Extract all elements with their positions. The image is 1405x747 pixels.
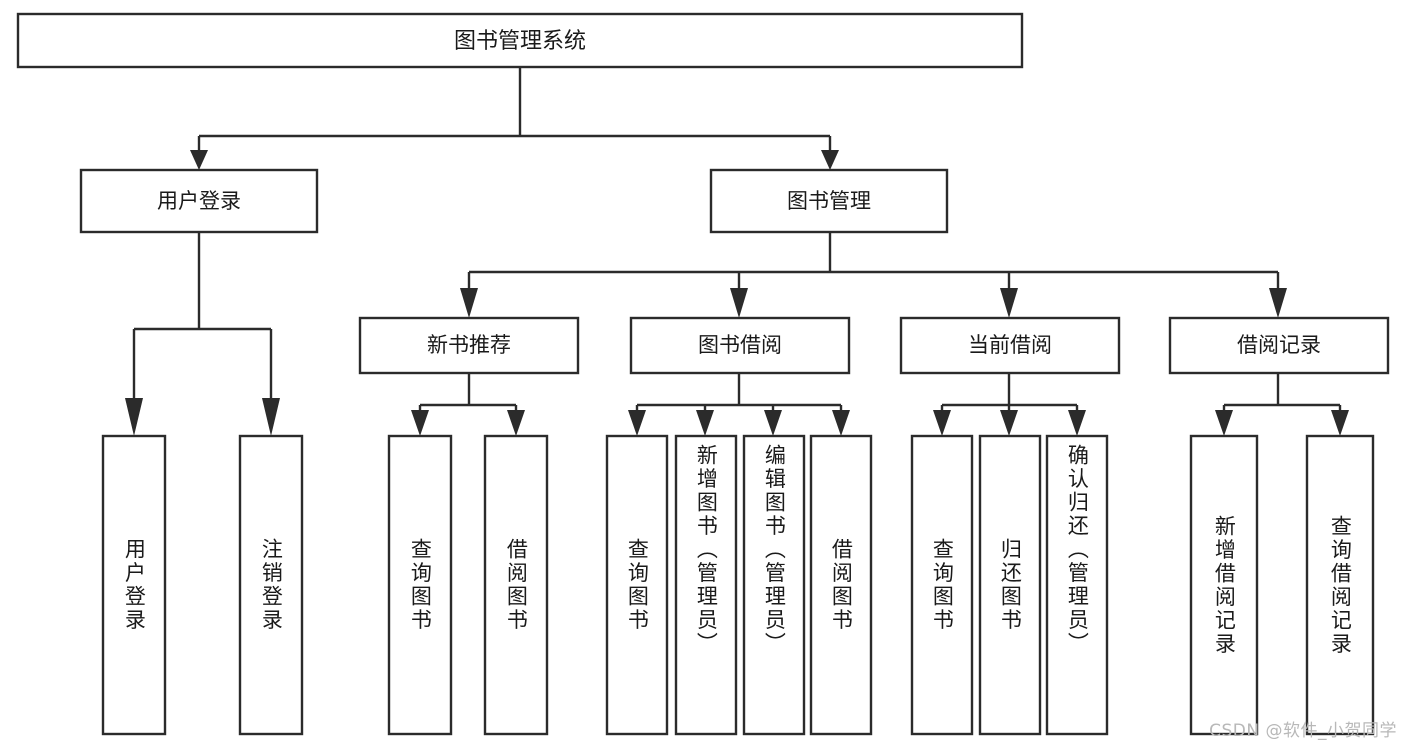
leaf-box-logout[interactable] bbox=[238, 434, 304, 736]
node-borrow-records-label: 借阅记录 bbox=[1237, 333, 1321, 357]
arrow-to-leaf-add-record bbox=[1215, 410, 1233, 436]
node-current-borrow-label: 当前借阅 bbox=[968, 333, 1052, 357]
node-book-borrow[interactable]: 图书借阅 bbox=[629, 316, 851, 375]
node-new-book-recommend-label: 新书推荐 bbox=[427, 333, 511, 357]
leaf-box-add-book[interactable] bbox=[674, 434, 738, 736]
arrow-to-leaf-query-book-a bbox=[411, 410, 429, 436]
watermark: CSDN @软件_小贺同学 bbox=[1209, 721, 1397, 741]
node-book-borrow-label: 图书借阅 bbox=[698, 333, 782, 357]
leaf-box-borrow-book-a[interactable] bbox=[483, 434, 549, 736]
leaf-box-confirm-return[interactable] bbox=[1045, 434, 1109, 736]
node-borrow-records[interactable]: 借阅记录 bbox=[1168, 316, 1390, 375]
arrow-to-leaf-user-login bbox=[125, 398, 143, 436]
arrow-to-user-login bbox=[190, 150, 208, 170]
arrow-to-leaf-borrow-book-a bbox=[507, 410, 525, 436]
arrow-to-leaf-query-book-c bbox=[933, 410, 951, 436]
leaf-box-return-book[interactable] bbox=[978, 434, 1042, 736]
connector-layer bbox=[125, 67, 1349, 436]
leaf-box-query-book-a[interactable] bbox=[387, 434, 453, 736]
arrow-to-leaf-query-record bbox=[1331, 410, 1349, 436]
arrow-to-leaf-borrow-book-b bbox=[832, 410, 850, 436]
arrow-to-leaf-return-book bbox=[1000, 410, 1018, 436]
arrow-to-book-manage bbox=[821, 150, 839, 170]
node-user-login-label: 用户登录 bbox=[157, 189, 241, 213]
leaf-box-add-record[interactable] bbox=[1189, 434, 1259, 736]
arrow-to-current-borrow bbox=[1000, 288, 1018, 318]
leaf-box-query-record[interactable] bbox=[1305, 434, 1375, 736]
node-root-label: 图书管理系统 bbox=[454, 29, 586, 54]
node-layer: 图书管理系统 用户登录 图书管理 新书推荐 图书借阅 当前借阅 借阅记录 bbox=[16, 12, 1390, 736]
node-user-login[interactable]: 用户登录 bbox=[79, 168, 319, 234]
leaf-box-user-login[interactable] bbox=[101, 434, 167, 736]
leaf-box-borrow-book-b[interactable] bbox=[809, 434, 873, 736]
arrow-to-leaf-add-book bbox=[696, 410, 714, 436]
node-current-borrow[interactable]: 当前借阅 bbox=[899, 316, 1121, 375]
node-root[interactable]: 图书管理系统 bbox=[16, 12, 1024, 69]
arrow-to-borrow-records bbox=[1269, 288, 1287, 318]
leaf-box-query-book-b[interactable] bbox=[605, 434, 669, 736]
leaf-box-query-book-c[interactable] bbox=[910, 434, 974, 736]
node-new-book-recommend[interactable]: 新书推荐 bbox=[358, 316, 580, 375]
arrow-to-leaf-query-book-b bbox=[628, 410, 646, 436]
arrow-to-leaf-confirm-return bbox=[1068, 410, 1086, 436]
node-book-manage[interactable]: 图书管理 bbox=[709, 168, 949, 234]
arrow-to-new-book-recommend bbox=[460, 288, 478, 318]
leaf-box-edit-book[interactable] bbox=[742, 434, 806, 736]
arrow-to-leaf-logout bbox=[262, 398, 280, 436]
arrow-to-leaf-edit-book bbox=[764, 410, 782, 436]
arrow-to-book-borrow bbox=[730, 288, 748, 318]
node-book-manage-label: 图书管理 bbox=[787, 189, 871, 213]
